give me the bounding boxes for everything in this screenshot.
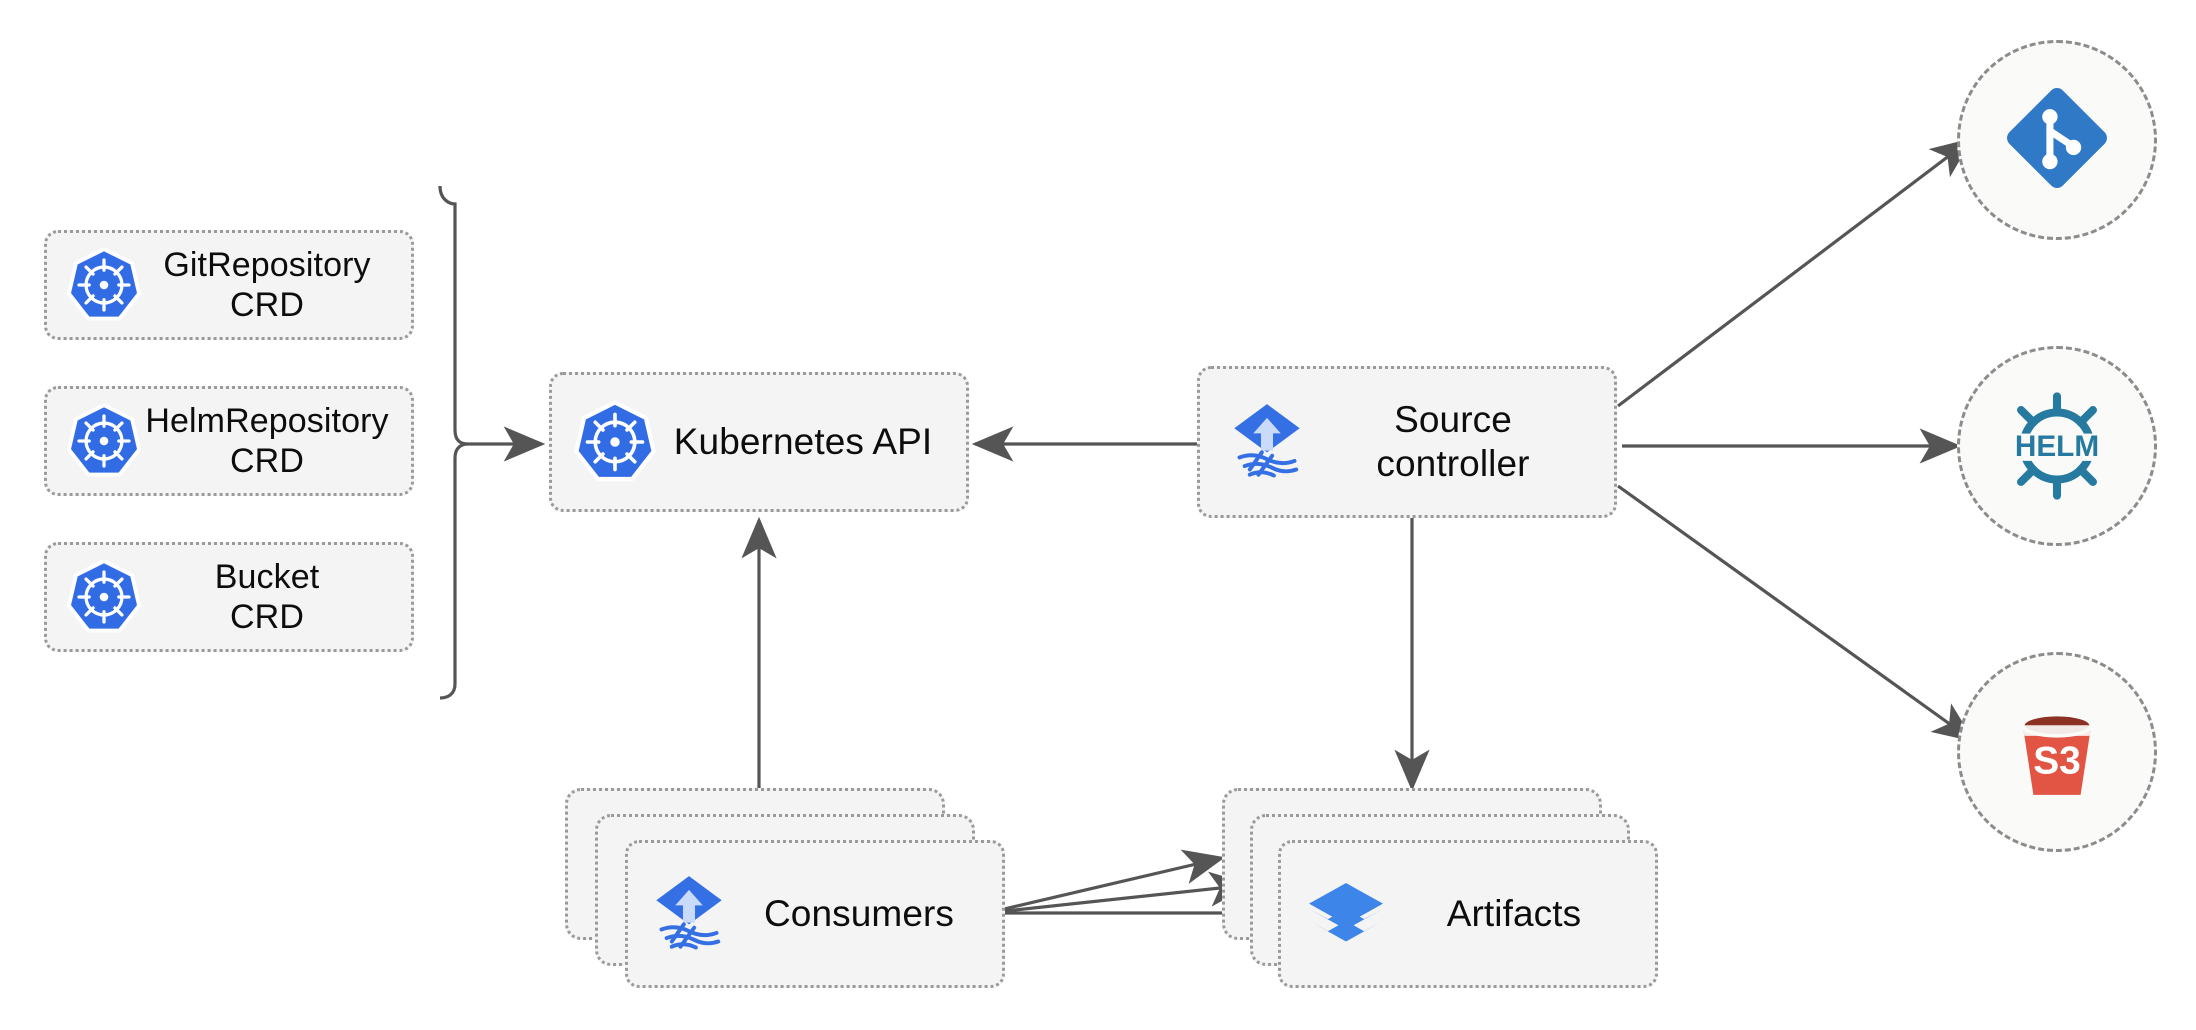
- helm-label: HELM: [2015, 430, 2099, 463]
- node-consumers[interactable]: Consumers: [565, 788, 1005, 988]
- flux-icon: [646, 871, 732, 957]
- kubernetes-icon: [65, 246, 143, 324]
- edge-consumers-to-artifacts-1: [986, 849, 1226, 915]
- node-label: Consumers: [763, 893, 955, 935]
- crd-bracket: [438, 185, 469, 700]
- node-artifacts[interactable]: Artifacts: [1222, 788, 1672, 988]
- node-bucket-crd[interactable]: Bucket CRD: [44, 542, 414, 652]
- stack-card-front[interactable]: Artifacts: [1278, 840, 1658, 988]
- s3-label: S3: [2033, 739, 2081, 782]
- edge-consumers-to-artifacts-2: [986, 871, 1252, 915]
- node-label: Bucket CRD: [214, 557, 320, 636]
- node-label: Kubernetes API: [673, 421, 933, 463]
- git-icon: [1998, 79, 2116, 202]
- node-kubernetes-api[interactable]: Kubernetes API: [549, 372, 969, 512]
- helm-icon: HELM: [1995, 384, 2119, 508]
- node-label: HelmRepository CRD: [145, 401, 389, 480]
- node-label: GitRepository CRD: [163, 245, 371, 324]
- node-helm-source[interactable]: HELM: [1957, 346, 2157, 546]
- edge-sc-to-git: [1617, 138, 1973, 408]
- kubernetes-icon: [65, 558, 143, 636]
- node-gitrepository-crd[interactable]: GitRepository CRD: [44, 230, 414, 340]
- stack-card-front[interactable]: Consumers: [625, 840, 1005, 988]
- edge-sc-to-s3: [1617, 484, 1975, 742]
- node-git-source[interactable]: [1957, 40, 2157, 240]
- node-label: Source controller: [1376, 399, 1530, 484]
- s3-icon: S3: [1998, 691, 2116, 814]
- node-s3-source[interactable]: S3: [1957, 652, 2157, 852]
- node-helmrepository-crd[interactable]: HelmRepository CRD: [44, 386, 414, 496]
- layers-icon: [1303, 871, 1389, 957]
- kubernetes-icon: [572, 399, 658, 485]
- flux-icon: [1224, 399, 1310, 485]
- node-label: Artifacts: [1446, 893, 1582, 935]
- node-source-controller[interactable]: Source controller: [1197, 366, 1617, 518]
- kubernetes-icon: [65, 402, 143, 480]
